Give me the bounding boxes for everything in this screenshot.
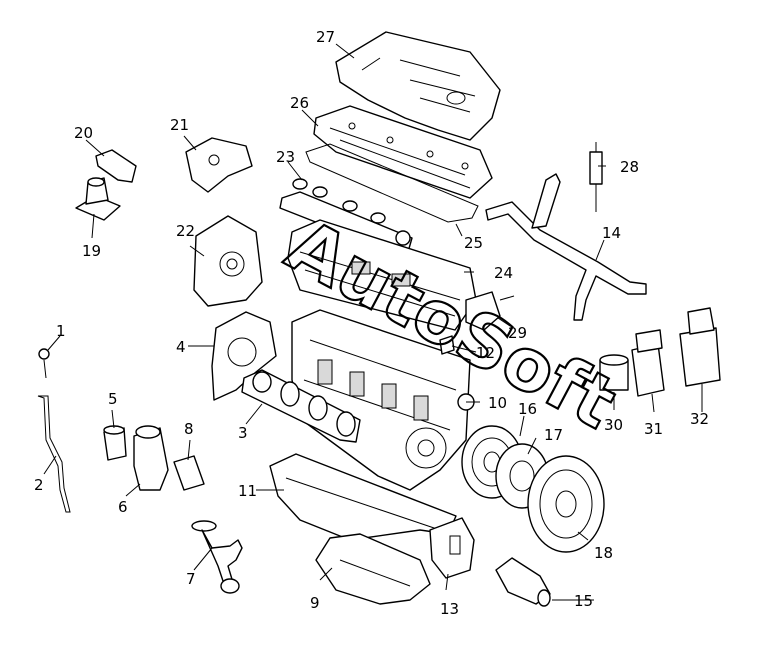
- engine-block: [291, 309, 471, 491]
- callout-4: 4: [176, 338, 186, 356]
- filter-cup: [599, 354, 629, 391]
- coolant-pipe: [485, 173, 647, 321]
- crankshaft: [241, 369, 361, 443]
- callout-28: 28: [620, 158, 639, 176]
- callout-18: 18: [594, 544, 613, 562]
- callout-13: 13: [440, 600, 459, 618]
- vacuum-pump: [465, 291, 515, 331]
- callout-22: 22: [176, 222, 195, 240]
- glow-plug: [589, 142, 603, 212]
- callout-17: 17: [544, 426, 563, 444]
- timing-cover: [193, 215, 263, 307]
- engine-top-cover: [335, 31, 501, 141]
- callout-19: 19: [82, 242, 101, 260]
- oil-pan-upper: [269, 453, 457, 541]
- callout-12: 12: [476, 344, 495, 362]
- callout-30: 30: [604, 416, 623, 434]
- callout-9: 9: [310, 594, 320, 612]
- callout-1: 1: [56, 322, 66, 340]
- callout-5: 5: [108, 390, 118, 408]
- fuel-filter: [631, 329, 665, 397]
- callout-8: 8: [184, 420, 194, 438]
- callout-2: 2: [34, 476, 44, 494]
- engine-bracket: [185, 137, 253, 193]
- cylinder-head-cover: [313, 105, 493, 199]
- callout-31: 31: [644, 420, 663, 438]
- mount-bracket-small: [95, 149, 137, 183]
- callout-23: 23: [276, 148, 295, 166]
- callout-6: 6: [118, 498, 128, 516]
- oil-filter: [103, 425, 127, 461]
- callout-27: 27: [316, 28, 335, 46]
- callout-15: 15: [574, 592, 593, 610]
- oil-sump: [315, 533, 431, 605]
- leader-lines: [43, 43, 703, 601]
- callout-21: 21: [170, 116, 189, 134]
- dipstick-tube: [37, 395, 71, 513]
- callout-25: 25: [464, 234, 483, 252]
- callout-labels: 1 2 3 4 5 6 7 8 9 10 11 12 13 14 15 16 1…: [34, 28, 709, 618]
- callout-10: 10: [488, 394, 507, 412]
- oil-pickup-tube: [191, 520, 243, 594]
- dipstick-handle: [38, 348, 50, 379]
- callout-32: 32: [690, 410, 709, 428]
- sensor-bracket: [173, 455, 205, 491]
- filter-housing: [679, 307, 721, 387]
- callout-14: 14: [602, 224, 621, 242]
- callout-11: 11: [238, 482, 257, 500]
- callout-26: 26: [290, 94, 309, 112]
- starter-motor: [495, 557, 551, 607]
- oil-filter-housing: [133, 425, 169, 491]
- oil-pump: [429, 517, 475, 579]
- clutch-pressure-plate: [527, 455, 605, 553]
- callout-24: 24: [494, 264, 513, 282]
- engine-mount: [75, 177, 121, 221]
- head-cover-gasket: [305, 143, 479, 223]
- callout-20: 20: [74, 124, 93, 142]
- callout-29: 29: [508, 324, 527, 342]
- callout-7: 7: [186, 570, 196, 588]
- callout-3: 3: [238, 424, 248, 442]
- callout-16: 16: [518, 400, 537, 418]
- camshaft: [279, 178, 413, 253]
- sensor: [439, 335, 455, 355]
